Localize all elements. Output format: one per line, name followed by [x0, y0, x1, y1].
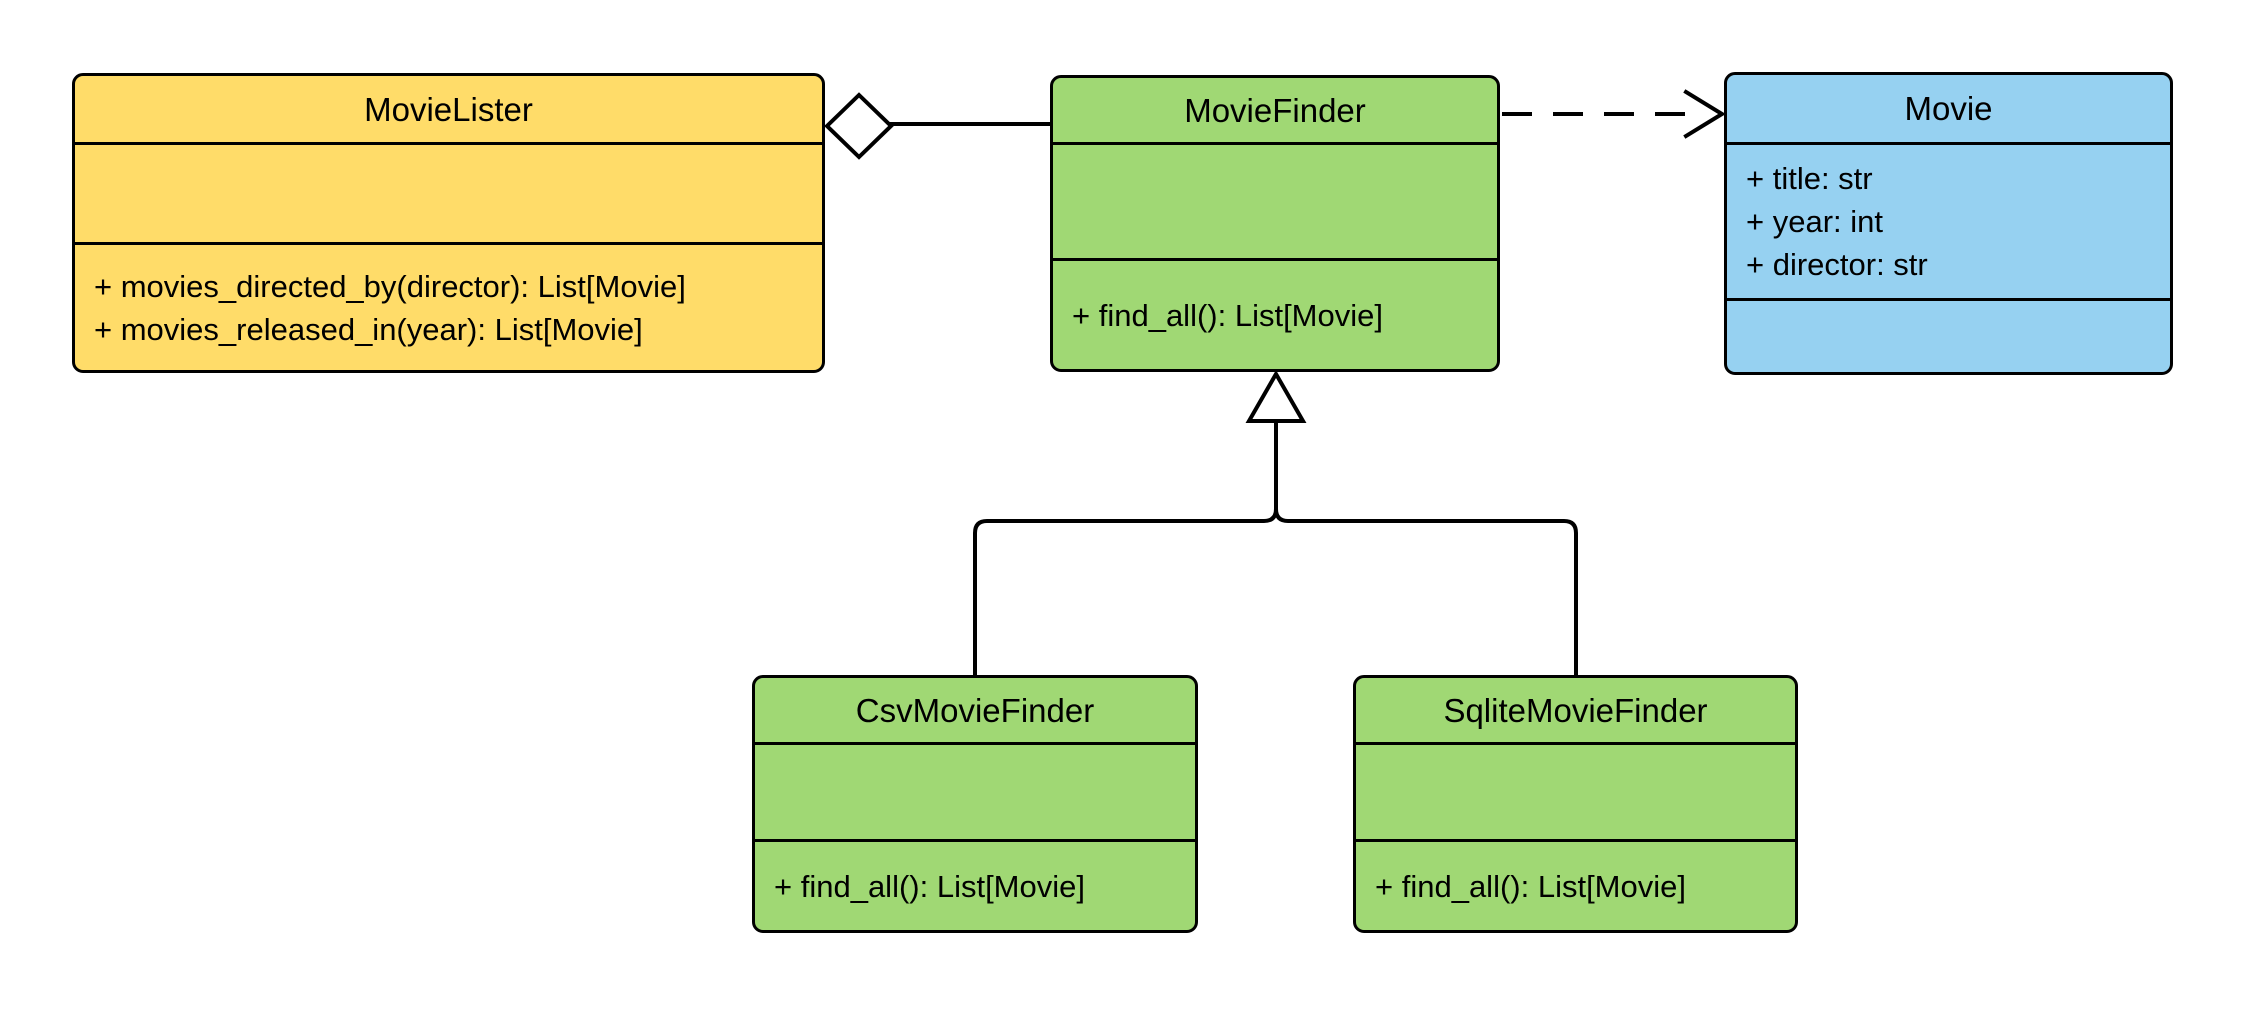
- attributes-section-movie: + title: str + year: int + director: str: [1727, 142, 2170, 298]
- attribute-item: + year: int: [1746, 204, 1883, 239]
- class-box-csvmoviefinder: CsvMovieFinder + find_all(): List[Movie]: [752, 675, 1198, 933]
- dependency-connector: [1502, 89, 1726, 139]
- attributes-section-moviefinder: [1053, 142, 1497, 258]
- dependency-open-arrow-icon: [1683, 89, 1726, 139]
- class-box-movielister: MovieLister + movies_directed_by(directo…: [72, 73, 825, 373]
- class-title-sqlitemoviefinder: SqliteMovieFinder: [1443, 691, 1708, 729]
- generalization-triangle-icon: [1245, 369, 1307, 423]
- generalization-line-sqlite: [1274, 421, 1578, 675]
- methods-section-moviefinder: + find_all(): List[Movie]: [1053, 258, 1497, 369]
- attributes-section-movielister: [75, 142, 822, 242]
- attribute-item: + title: str: [1746, 161, 1873, 196]
- method-item: + movies_directed_by(director): List[Mov…: [94, 268, 686, 304]
- methods-section-movie: [1727, 298, 2170, 372]
- attributes-section-csvmoviefinder: [755, 742, 1195, 839]
- aggregation-connector: [824, 92, 1050, 160]
- method-item: + movies_released_in(year): List[Movie]: [94, 311, 643, 347]
- class-box-sqlitemoviefinder: SqliteMovieFinder + find_all(): List[Mov…: [1353, 675, 1798, 933]
- class-title-csvmoviefinder: CsvMovieFinder: [855, 691, 1095, 729]
- methods-section-csvmoviefinder: + find_all(): List[Movie]: [755, 839, 1195, 930]
- methods-section-sqlitemoviefinder: + find_all(): List[Movie]: [1356, 839, 1795, 930]
- method-item: + find_all(): List[Movie]: [774, 868, 1085, 904]
- method-item: + find_all(): List[Movie]: [1072, 297, 1383, 333]
- class-box-moviefinder: MovieFinder + find_all(): List[Movie]: [1050, 75, 1500, 372]
- attributes-section-sqlitemoviefinder: [1356, 742, 1795, 839]
- generalization-line-csv: [973, 421, 1278, 675]
- aggregation-diamond-icon: [824, 92, 894, 160]
- attribute-item: + director: str: [1746, 247, 1928, 282]
- class-title-movielister: MovieLister: [364, 90, 533, 128]
- class-box-movie: Movie + title: str + year: int + directo…: [1724, 72, 2173, 375]
- methods-section-movielister: + movies_directed_by(director): List[Mov…: [75, 242, 822, 370]
- method-item: + find_all(): List[Movie]: [1375, 868, 1686, 904]
- class-title-moviefinder: MovieFinder: [1184, 91, 1366, 129]
- class-title-movie: Movie: [1904, 90, 1993, 127]
